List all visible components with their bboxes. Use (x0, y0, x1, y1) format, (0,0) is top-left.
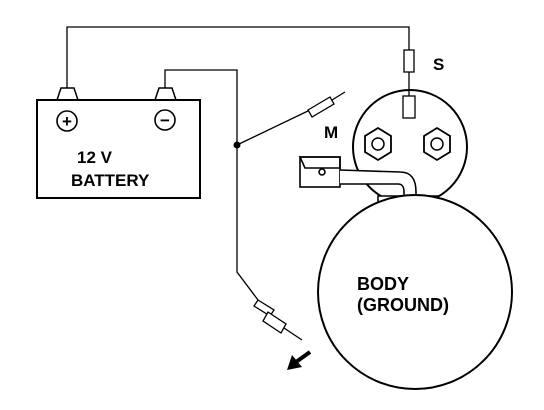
battery-negative-label: − (160, 111, 170, 130)
battery-name-label: BATTERY (71, 171, 150, 190)
battery: + − 12 V BATTERY (36, 87, 201, 199)
m-terminal-lead-connector (307, 91, 346, 118)
battery-positive-symbol (56, 110, 78, 132)
battery-negative-post (153, 87, 178, 101)
battery-voltage-label: 12 V (77, 148, 113, 167)
battery-negative-symbol (154, 109, 176, 131)
wire-junction-to-ground-lead (236, 145, 259, 301)
s-terminal-plug (402, 95, 416, 119)
starter-body: BODY (GROUND) (317, 194, 513, 390)
wires (66, 26, 410, 301)
battery-positive-label: + (62, 112, 72, 131)
ground-label: (GROUND) (357, 295, 449, 315)
wire-negative-to-junction (164, 69, 238, 145)
m-terminal-label: M (324, 123, 338, 142)
b-terminal-bolt (423, 126, 451, 162)
s-terminal-lead-connector (403, 49, 415, 73)
s-terminal-label: S (433, 55, 444, 74)
starter-body-circle (317, 194, 513, 390)
wire-junction-to-m-lead (236, 109, 311, 146)
battery-case (36, 99, 201, 199)
battery-positive-post (55, 87, 80, 101)
direction-arrow-icon (287, 350, 312, 370)
wire-positive-to-s-terminal (66, 26, 410, 90)
ground-lead-connector (253, 299, 303, 341)
body-label: BODY (357, 274, 409, 294)
m-terminal-bolt (364, 126, 392, 162)
junction-dot (233, 141, 241, 149)
